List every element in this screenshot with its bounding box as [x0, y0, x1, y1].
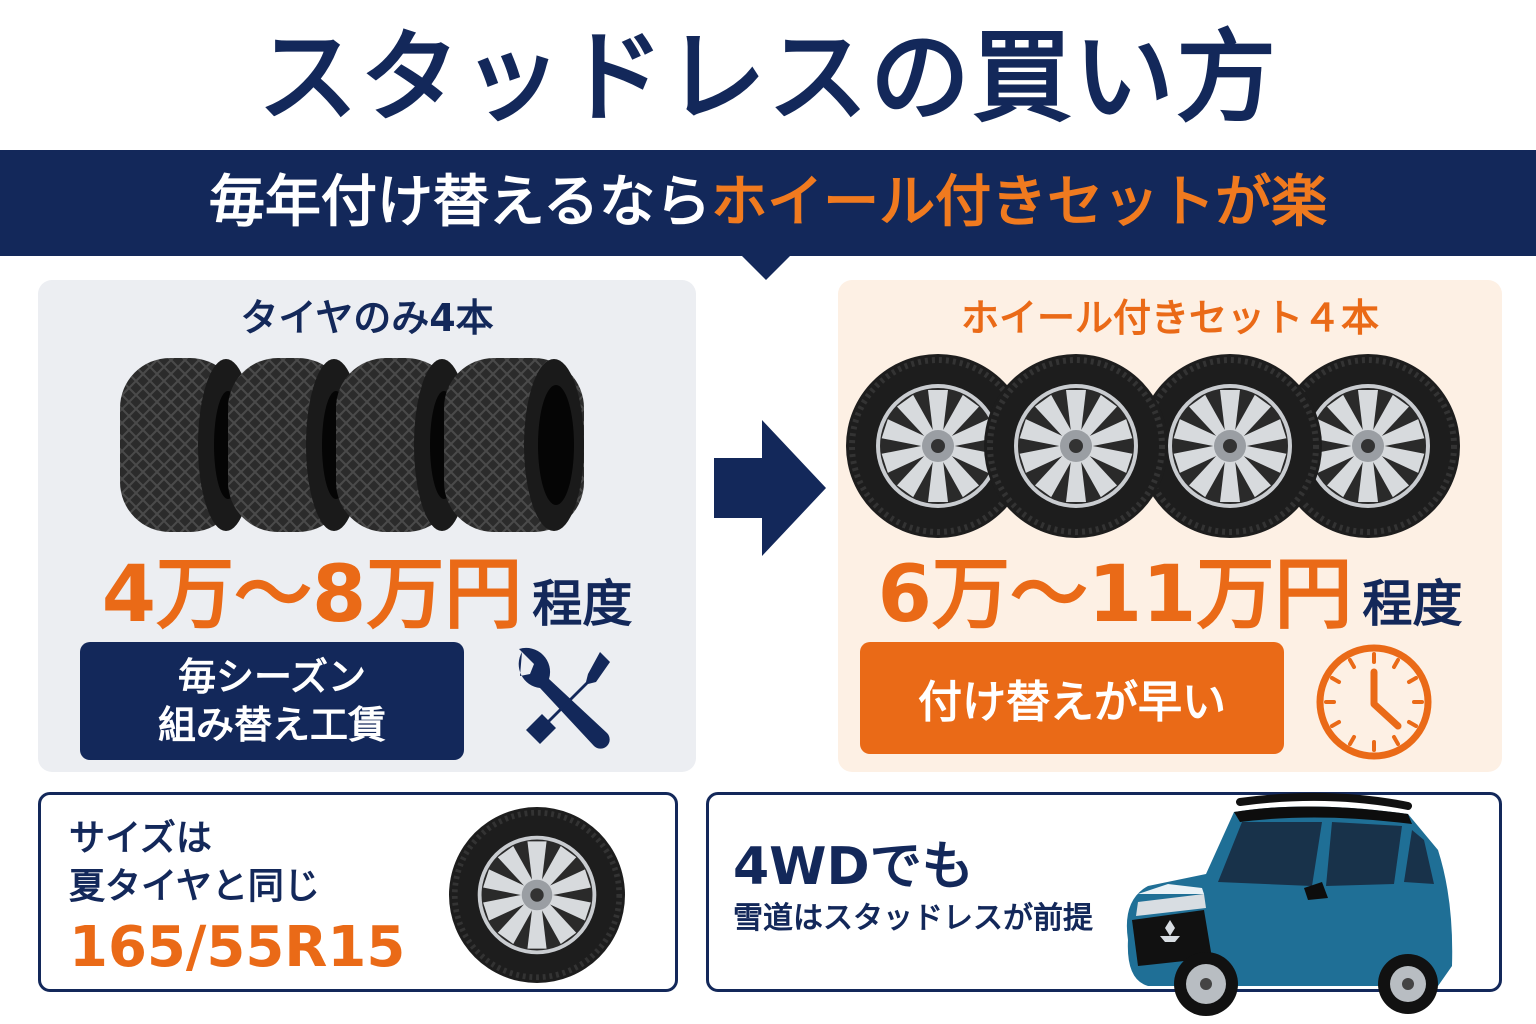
wrench-screwdriver-icon — [518, 647, 610, 749]
size-line: 夏タイヤと同じ — [69, 866, 320, 907]
four-tires-illustration — [120, 358, 584, 532]
size-line: サイズは — [69, 818, 212, 859]
tag-line: 毎シーズン — [177, 655, 367, 699]
price-suffix: 程度 — [1362, 575, 1463, 633]
4wd-subtext: 雪道はスタッドレスが前提 — [733, 901, 1093, 936]
labor-cost-tag: 毎シーズン 組み替え工賃 — [80, 642, 464, 760]
price-range: 4万〜8万円 — [101, 550, 523, 640]
tire-size: 165/55R15 — [69, 915, 406, 980]
headline-banner: 毎年付け替えるならホイール付きセットが楽 — [0, 150, 1536, 256]
banner-highlight: ホイール付きセットが楽 — [711, 170, 1328, 235]
tire-icon — [444, 358, 584, 532]
page-title: スタッドレスの買い方 — [258, 19, 1278, 136]
wheel-icon — [1174, 952, 1238, 1016]
quick-swap-tag: 付け替えが早い — [860, 642, 1284, 754]
tires-only-title: タイヤのみ4本 — [240, 296, 494, 340]
tag-line: 組み替え工賃 — [157, 703, 386, 747]
wheel-set-panel: ホイール付きセット４本 — [838, 280, 1502, 772]
wheel-icon — [1378, 954, 1438, 1014]
wheel-set-price: 6万〜11万円程度 — [838, 550, 1502, 661]
arrow-right-icon — [714, 420, 826, 556]
wheel-icon — [449, 807, 625, 983]
clock-icon — [1316, 644, 1432, 760]
four-wheel-sets-illustration — [838, 346, 1502, 542]
price-range: 6万〜11万円 — [877, 550, 1353, 640]
kei-car-illustration — [1126, 792, 1453, 1016]
wheel-set-title: ホイール付きセット４本 — [960, 296, 1379, 340]
wheel-icon — [984, 354, 1168, 538]
tires-only-panel: タイヤのみ4本 4万〜8万円程度 — [38, 280, 696, 772]
tires-only-price: 4万〜8万円程度 — [38, 550, 696, 661]
size-info-card: サイズは 夏タイヤと同じ 165/55R15 — [38, 792, 678, 992]
banner-text: 毎年付け替えるなら — [208, 170, 712, 235]
banner-pointer — [740, 254, 792, 280]
price-suffix: 程度 — [532, 575, 633, 633]
4wd-headline: 4WDでも — [733, 837, 974, 897]
